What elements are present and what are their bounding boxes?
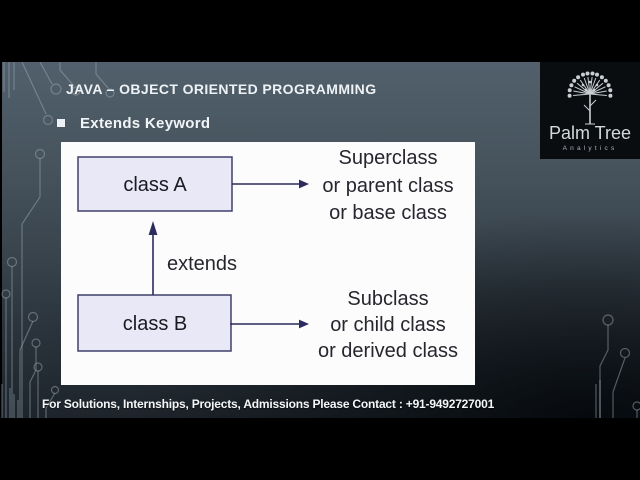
slide-subtitle: Extends Keyword [80,115,211,132]
palm-tree-logo: Palm Tree Analytics [540,62,640,159]
subclass-line-3: or derived class [318,340,458,362]
extends-arrow-head-icon [148,221,158,235]
superclass-line-3: or base class [329,202,447,224]
slide-background: JAVA – OBJECT ORIENTED PROGRAMMING Exten… [0,62,640,418]
class-b-box [77,294,232,352]
circuit-pattern-right-icon [595,314,640,418]
slide-title: JAVA – OBJECT ORIENTED PROGRAMMING [66,81,377,97]
footer-contact-text: For Solutions, Internships, Projects, Ad… [42,397,495,411]
superclass-line-1: Superclass [339,147,438,169]
subclass-line-2: or child class [330,314,446,336]
extends-label: extends [167,253,237,275]
superclass-line-2: or parent class [322,175,453,197]
top-letterbox-bar [0,0,640,62]
square-bullet-icon [57,119,65,127]
subclass-arrow-head-icon [299,319,309,329]
inheritance-diagram: class A class B extends Superclass or pa… [77,147,458,362]
diagram-panel: class A class B extends Superclass or pa… [61,142,475,385]
superclass-arrow-head-icon [299,179,309,189]
class-a-label: class A [123,174,187,196]
class-a-box [77,156,233,212]
class-b-label: class B [123,313,187,335]
left-edge-strip [0,62,2,418]
bottom-letterbox-bar [0,418,640,480]
palm-tree-icon [567,71,613,125]
logo-name: Palm Tree [548,123,632,143]
logo-tagline: Analytics [562,145,618,152]
subclass-line-1: Subclass [347,288,428,310]
circuit-pattern-left-icon [1,62,115,418]
